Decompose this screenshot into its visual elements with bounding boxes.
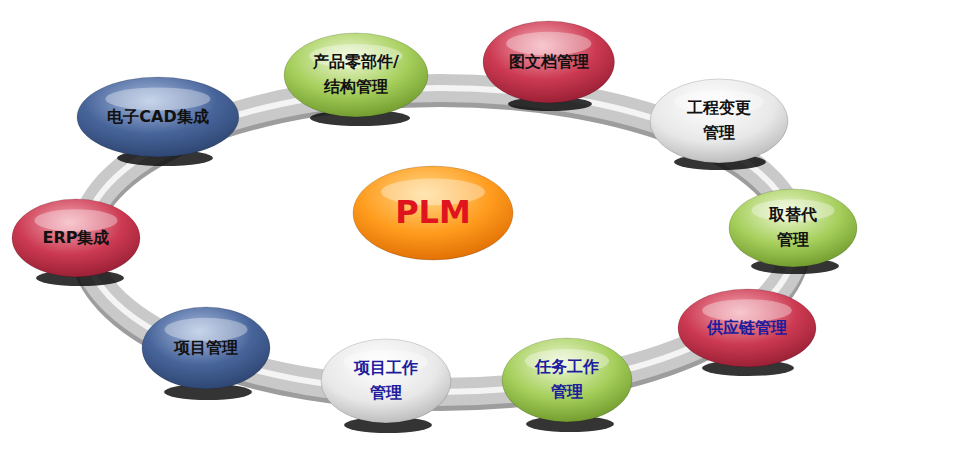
ellipse-shape <box>283 32 429 118</box>
module-label: 任务工作 管理 <box>535 355 599 405</box>
ellipse-fill <box>142 307 270 389</box>
module-ellipse: 图文档管理 <box>482 20 615 104</box>
ellipse-fill <box>502 338 632 422</box>
ellipse-fill <box>678 289 816 367</box>
center-label: PLM <box>395 188 471 238</box>
ellipse-fill <box>650 79 788 163</box>
module-ellipse: ERP集成 <box>11 198 141 278</box>
module-label: ERP集成 <box>43 226 110 251</box>
ellipse-shape <box>320 338 452 424</box>
ellipse-fill <box>12 199 140 277</box>
module-label: 图文档管理 <box>509 50 589 75</box>
module-label: 取替代 管理 <box>769 203 817 253</box>
module-label: 电子CAD集成 <box>107 105 208 130</box>
module-ellipse: 工程变更 管理 <box>649 78 789 164</box>
ellipse-fill <box>483 21 614 103</box>
module-ellipse: 取替代 管理 <box>728 188 858 268</box>
module-ellipse: 产品零部件/ 结构管理 <box>283 32 429 118</box>
module-label: 项目管理 <box>174 336 238 361</box>
module-label: 项目工作 管理 <box>354 356 418 406</box>
module-label: 工程变更 管理 <box>687 96 751 146</box>
ellipse-shape <box>501 337 633 423</box>
module-ellipse: 任务工作 管理 <box>501 337 633 423</box>
ellipse-fill <box>353 166 513 260</box>
module-label: 供应链管理 <box>707 316 787 341</box>
center-ellipse: PLM <box>352 165 514 261</box>
ellipse-fill <box>321 339 451 423</box>
ellipse-shape <box>728 188 858 268</box>
module-label: 产品零部件/ 结构管理 <box>313 50 399 100</box>
ellipse-fill <box>729 189 857 267</box>
module-ellipse: 供应链管理 <box>677 288 817 368</box>
ellipse-fill <box>284 33 428 117</box>
ellipse-fill <box>77 77 239 157</box>
module-ellipse: 电子CAD集成 <box>76 76 240 158</box>
ellipse-shape <box>649 78 789 164</box>
module-ellipse: 项目管理 <box>141 306 271 390</box>
module-ellipse: 项目工作 管理 <box>320 338 452 424</box>
